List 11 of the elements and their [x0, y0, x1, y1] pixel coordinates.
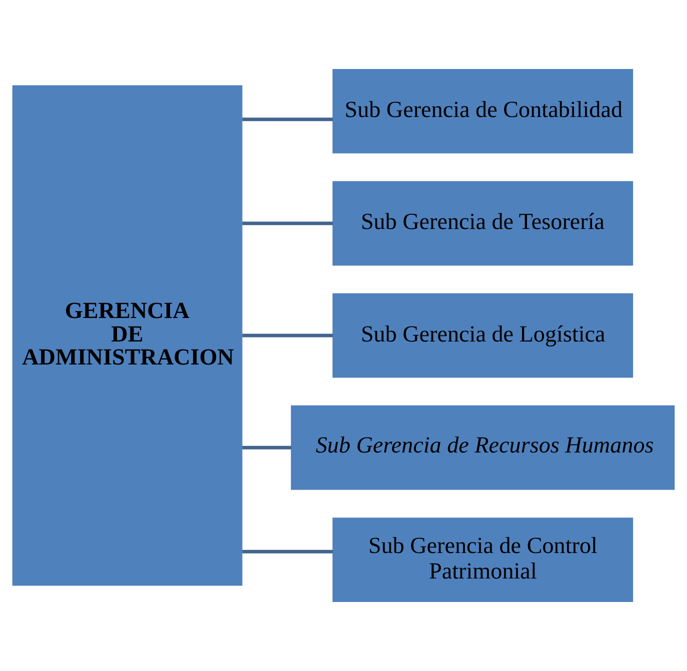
- node-box: Sub Gerencia de Contabilidad: [332, 69, 634, 154]
- connector: [242, 446, 292, 450]
- node-box: Sub Gerencia de Tesorería: [332, 181, 634, 266]
- node-box: Sub Gerencia de Logística: [332, 293, 634, 378]
- connector: [242, 222, 333, 226]
- connector: [242, 550, 333, 554]
- node-box: GERENCIA DE ADMINISTRACION: [12, 85, 242, 586]
- node-box: Sub Gerencia de Recursos Humanos: [290, 405, 675, 490]
- connector: [242, 334, 333, 338]
- node-box: Sub Gerencia de Control Patrimonial: [332, 518, 634, 602]
- connector: [242, 118, 333, 122]
